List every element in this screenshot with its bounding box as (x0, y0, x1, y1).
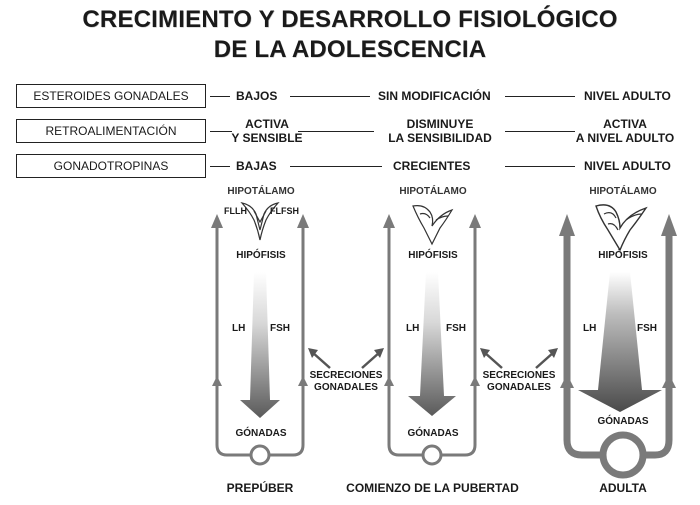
row2-connector-a (210, 131, 232, 132)
adulta-right-arrowhead (661, 214, 677, 236)
row2-connector-b (298, 131, 374, 132)
adulta-hipotalamo-label: HIPOTÁLAMO (589, 186, 657, 197)
row3-connector-b (290, 166, 382, 167)
row1-prepuber-value: BAJOS (236, 89, 278, 103)
comienzo-hypothalamus-shape (412, 205, 454, 246)
stage-adulta-diagram (559, 204, 677, 479)
comienzo-loop-arrow-left (384, 376, 394, 386)
row2-connector-c (505, 131, 575, 132)
page-title-line2: DE LA ADOLESCENCIA (213, 36, 487, 63)
stage-label-adulta: ADULTA (599, 481, 647, 495)
secreciones-1-arrow-left-line (311, 351, 331, 369)
prepuber-loop-left (215, 380, 250, 457)
secreciones-2-arrowhead-right (548, 348, 558, 358)
row-label-retroalimentacion: RETROALIMENTACIÓN (16, 119, 206, 143)
prepuber-loop-right (270, 380, 305, 457)
adulta-lh-label: LH (583, 323, 597, 334)
comienzo-fsh-label: FSH (446, 323, 466, 334)
row2-prepuber-value: ACTIVA Y SENSIBLE (231, 117, 303, 145)
adulta-loop-arrow-right (662, 374, 676, 388)
adulta-lhfsh-arrow (578, 272, 662, 412)
comienzo-loop-left (387, 380, 422, 457)
comienzo-loop-arrow-right (470, 376, 480, 386)
stage-label-comienzo: COMIENZO DE LA PUBERTAD (346, 481, 519, 495)
prepuber-lh-label: LH (232, 323, 246, 334)
secreciones-2-arrowhead-left (480, 348, 490, 358)
secreciones-2-arrow-right-line (535, 351, 555, 369)
prepuber-flfsh-label: FLFSH (270, 206, 299, 216)
row2-adulta-value: ACTIVA A NIVEL ADULTO (575, 117, 675, 145)
adulta-hipofisis-label: HIPÓFISIS (598, 250, 648, 261)
comienzo-gonad-circle (421, 444, 443, 466)
comienzo-lhfsh-arrow (408, 272, 456, 416)
secreciones-gonadales-label-1: SECRECIONES GONADALES (309, 370, 383, 393)
comienzo-hipotalamo-label: HIPOTÁLAMO (399, 186, 467, 197)
secreciones-gonadales-label-2: SECRECIONES GONADALES (482, 370, 556, 393)
prepuber-fllh-label: FLLH (224, 206, 247, 216)
comienzo-right-arrowhead (469, 214, 481, 228)
comienzo-left-arrowhead (383, 214, 395, 228)
secreciones-1-arrowhead-right (374, 348, 384, 358)
adulta-loop-arrow-left (560, 374, 574, 388)
adulta-loop-right (641, 380, 673, 459)
page-title-line1: CRECIMIENTO Y DESARROLLO FISIOLÓGICO (82, 6, 618, 33)
comienzo-gonadas-label: GÓNADAS (407, 428, 459, 439)
prepuber-right-arrowhead (297, 214, 309, 228)
comienzo-hipofisis-label: HIPÓFISIS (408, 250, 458, 261)
adulta-gonadas-label: GÓNADAS (597, 416, 649, 427)
secreciones-2-arrow-left-line (483, 351, 503, 369)
row1-connector-c (505, 96, 575, 97)
row1-connector-a (210, 96, 230, 97)
row1-adulta-value: NIVEL ADULTO (584, 89, 671, 103)
comienzo-lh-label: LH (406, 323, 420, 334)
row3-connector-c (505, 166, 575, 167)
row3-prepuber-value: BAJAS (236, 159, 277, 173)
stage-label-prepuber: PREPÚBER (226, 481, 294, 495)
prepuber-lhfsh-arrow (240, 272, 280, 418)
prepuber-loop-arrow-right (298, 376, 308, 386)
adulta-fsh-label: FSH (637, 323, 657, 334)
row3-adulta-value: NIVEL ADULTO (584, 159, 671, 173)
row3-connector-a (210, 166, 230, 167)
prepuber-fsh-label: FSH (270, 323, 290, 334)
row1-comienzo-value: SIN MODIFICACIÓN (378, 89, 491, 103)
row2-comienzo-value: DISMINUYE LA SENSIBILIDAD (388, 117, 492, 145)
row1-connector-b (290, 96, 370, 97)
stage-comienzo-diagram (383, 205, 481, 466)
adulta-loop-left (563, 380, 605, 459)
prepuber-left-arrowhead (211, 214, 223, 228)
secreciones-1-arrow-right-line (361, 351, 381, 369)
prepuber-gonadas-label: GÓNADAS (235, 428, 287, 439)
prepuber-hipofisis-label: HIPÓFISIS (236, 250, 286, 261)
row3-comienzo-value: CRECIENTES (393, 159, 471, 173)
adulta-gonad-circle (599, 431, 647, 479)
prepuber-loop-arrow-left (212, 376, 222, 386)
row-label-gonadotropinas: GONADOTROPINAS (16, 154, 206, 178)
row-label-esteroides: ESTEROIDES GONADALES (16, 84, 206, 108)
prepuber-hypothalamus-shape (240, 202, 280, 241)
adulta-hypothalamus-shape (595, 204, 648, 252)
prepuber-gonad-circle (249, 444, 271, 466)
secreciones-1-arrowhead-left (308, 348, 318, 358)
stage-prepuber-diagram (211, 202, 309, 466)
adulta-left-arrowhead (559, 214, 575, 236)
prepuber-hipotalamo-label: HIPOTÁLAMO (227, 186, 295, 197)
comienzo-loop-right (442, 380, 477, 457)
